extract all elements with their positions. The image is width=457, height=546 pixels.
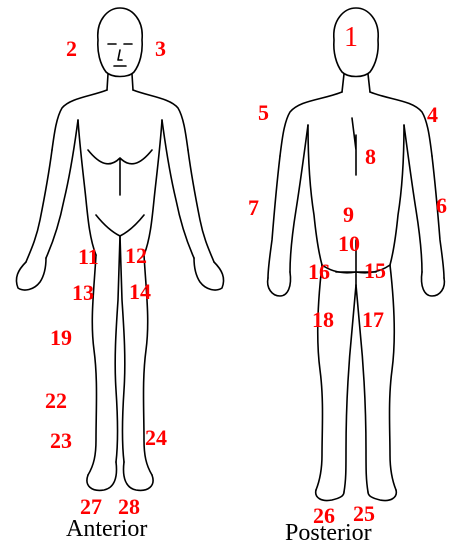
region-label-24: 24 [145,427,167,449]
anterior-figure [16,8,223,490]
anterior-right-arm [162,120,214,262]
posterior-spine [352,118,356,175]
posterior-left-arm [268,125,308,278]
region-label-14: 14 [129,281,151,303]
region-label-16: 16 [308,261,330,283]
posterior-right-hand [421,272,444,296]
region-label-11: 11 [78,246,99,268]
region-label-22: 22 [45,390,67,412]
region-label-13: 13 [72,282,94,304]
region-label-27: 27 [80,496,102,518]
region-label-12: 12 [125,245,147,267]
anterior-caption: Anterior [66,517,147,541]
anterior-feet [87,462,153,490]
posterior-right-leg [356,265,396,492]
region-label-15: 15 [364,260,386,282]
posterior-left-hand [268,272,291,296]
anterior-left-arm [26,120,78,262]
region-label-8: 8 [365,146,376,168]
region-label-9: 9 [343,204,354,226]
anterior-right-hand [194,258,224,290]
region-label-3: 3 [155,38,166,60]
region-label-4: 4 [427,104,438,126]
region-label-23: 23 [50,430,72,452]
region-label-19: 19 [50,327,72,349]
posterior-caption: Posterior [285,521,372,545]
region-label-2: 2 [66,38,77,60]
region-label-17: 17 [362,309,384,331]
region-label-6: 6 [436,195,447,217]
region-label-5: 5 [258,102,269,124]
posterior-left-leg [316,265,356,492]
posterior-feet [316,490,397,501]
anterior-left-hand [16,258,46,290]
region-label-1: 1 [344,24,358,52]
region-label-28: 28 [118,496,140,518]
region-label-10: 10 [338,233,360,255]
anterior-left-leg [88,236,120,475]
region-label-7: 7 [248,197,259,219]
region-label-18: 18 [312,309,334,331]
